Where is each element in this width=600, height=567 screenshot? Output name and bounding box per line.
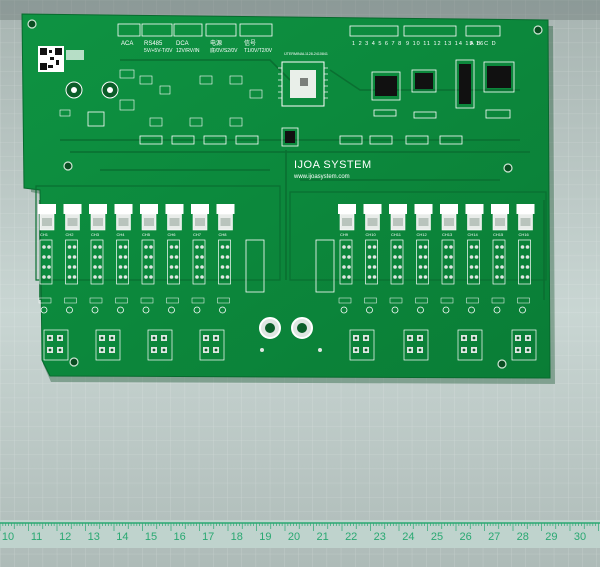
channel-label: CH5 [142, 232, 151, 237]
mounting-holes [27, 19, 543, 369]
part-number: IJTERMINAL1128-2410841 [284, 52, 328, 56]
ruler-number: 21 [316, 531, 328, 543]
ruler-number: 29 [545, 531, 557, 543]
channel-label: CH2 [66, 232, 75, 237]
connector-title: DCA [176, 41, 189, 47]
channel-column: CH5 [140, 204, 158, 314]
brand-url: www.ijoasystem.com [293, 174, 350, 180]
ic-chips [285, 64, 511, 143]
ruler-number: 20 [288, 531, 300, 543]
ic-area-right [139, 59, 515, 147]
output-pad [199, 329, 225, 361]
channel-column: CH6 [165, 204, 184, 314]
channel-label: CH4 [117, 232, 126, 237]
channel-label: CH1 [40, 232, 49, 237]
ruler-number: 26 [459, 531, 471, 543]
channel-label: CH8 [219, 232, 228, 237]
output-pad [403, 329, 429, 361]
output-pad [95, 329, 121, 361]
channel-label: CH11 [391, 232, 402, 237]
mcu-module [278, 61, 328, 107]
ruler-number: 18 [231, 531, 243, 543]
output-pad [457, 329, 483, 361]
ruler-number: 16 [173, 531, 185, 543]
channels-left: CH1 CH2 CH3 CH4 CH5 CH6 CH7 CH8 [38, 204, 235, 314]
channels-right: CH9 CH10 CH11 CH12 CH13 CH14 CH15 CH16 [338, 204, 535, 314]
ruler-number: 14 [116, 531, 128, 543]
connector-subtitle: 底/0V/S2/0V [210, 47, 238, 54]
pin-labels-far: A B C D [470, 41, 497, 47]
ruler-number: 22 [345, 531, 357, 543]
channel-column: CH9 [338, 204, 356, 314]
channel-label: CH14 [468, 232, 479, 237]
ruler-number: 27 [488, 531, 500, 543]
pin-labels-right: 9 10 11 12 13 14 15 16 [406, 41, 484, 47]
connector-title: ACA [121, 41, 133, 47]
ruler-number: 17 [202, 531, 214, 543]
connector-title: 电源 [210, 39, 222, 47]
ruler-number: 30 [574, 531, 586, 543]
output-pad [349, 329, 375, 361]
qr-code [38, 46, 64, 72]
ruler-number: 25 [431, 531, 443, 543]
center-terminals [245, 239, 335, 352]
channel-label: CH7 [193, 232, 202, 237]
channel-column: CH10 [363, 204, 382, 314]
channel-label: CH6 [168, 232, 177, 237]
channel-column: CH12 [414, 204, 433, 314]
connector-title: 信号 [244, 39, 256, 47]
ruler-number: 24 [402, 531, 414, 543]
channel-column: CH4 [114, 204, 133, 314]
output-pads [43, 329, 537, 361]
brand-name: IJOA SYSTEM [294, 159, 372, 171]
output-pad [511, 329, 537, 361]
channel-column: CH16 [516, 204, 535, 314]
channel-label: CH12 [417, 232, 428, 237]
ruler-number: 15 [145, 531, 157, 543]
channel-column: CH15 [491, 204, 509, 314]
ruler-number: 28 [517, 531, 529, 543]
output-pad [147, 329, 173, 361]
pin-labels-left: 1 2 3 4 5 6 7 8 [352, 41, 402, 47]
top-connectors [117, 23, 501, 37]
channel-column: CH3 [89, 204, 107, 314]
ruler-number: 10 [2, 531, 14, 543]
channel-column: CH11 [389, 204, 407, 314]
output-pad [43, 329, 69, 361]
ruler-number: 12 [59, 531, 71, 543]
channel-column: CH1 [38, 204, 56, 314]
channel-column: CH7 [191, 204, 209, 314]
power-section [59, 50, 263, 127]
ruler-number: 13 [88, 531, 100, 543]
channel-label: CH13 [442, 232, 453, 237]
ruler-number: 11 [31, 531, 42, 543]
ruler-number: 23 [374, 531, 386, 543]
channel-label: CH15 [493, 232, 504, 237]
connector-subtitle: 12V/RV/IN [176, 48, 200, 54]
channel-column: CH8 [216, 204, 235, 314]
channel-label: CH10 [366, 232, 377, 237]
channel-label: CH3 [91, 232, 100, 237]
mat-ruler: 10 11 12 13 14 15 16 17 18 19 20 21 22 23 24 25 26 27 28 29… [0, 520, 600, 548]
ruler-number: 19 [259, 531, 271, 543]
connector-subtitle: 5V/+5V-T/0V [144, 48, 173, 54]
channel-label: CH16 [519, 232, 530, 237]
connector-subtitle: T1/0V/T2/0V [244, 48, 273, 54]
channel-column: CH13 [440, 204, 458, 314]
channel-label: CH9 [340, 232, 349, 237]
connector-title: RS485 [144, 41, 163, 47]
channel-column: CH14 [465, 204, 484, 314]
channel-column: CH2 [63, 204, 82, 314]
